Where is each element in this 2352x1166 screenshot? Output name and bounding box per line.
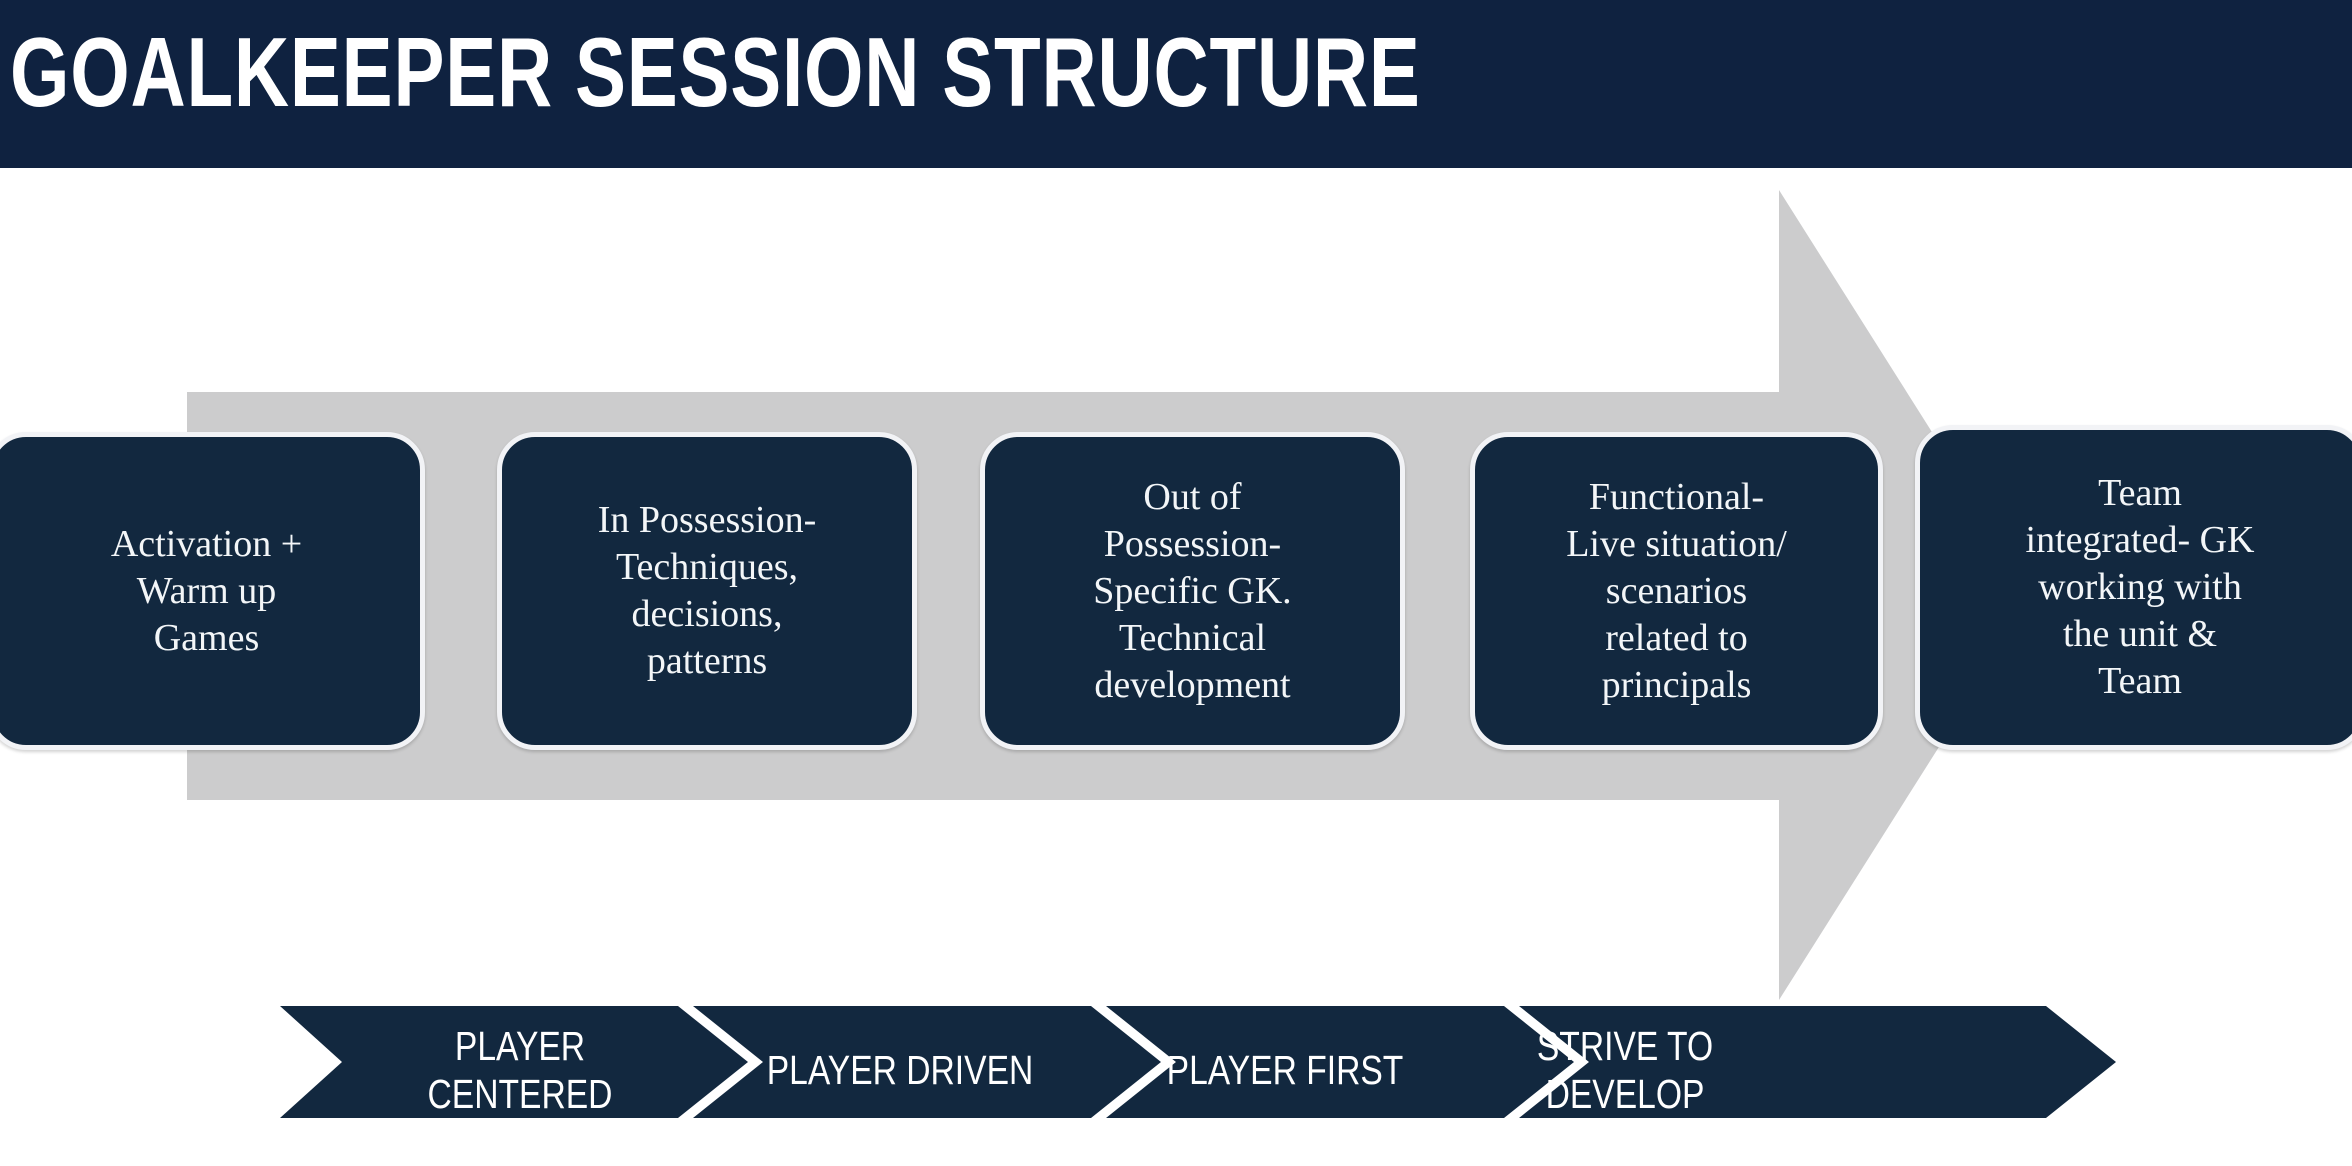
stage-box-activation[interactable]: Activation + Warm up Games bbox=[0, 432, 425, 750]
stage-box-team-integrated[interactable]: Team integrated- GK working with the uni… bbox=[1915, 425, 2352, 750]
stage-box-label: Out of Possession- Specific GK. Technica… bbox=[1093, 475, 1292, 706]
chevron-strip-icon bbox=[280, 1006, 2116, 1118]
page-title: GOALKEEPER SESSION STRUCTURE bbox=[10, 17, 1421, 127]
stage-box-label: Functional- Live situation/ scenarios re… bbox=[1566, 475, 1787, 706]
chevron-shape-3[interactable] bbox=[1106, 1006, 1574, 1118]
stage-box-label: In Possession- Techniques, decisions, pa… bbox=[597, 499, 817, 682]
title-bar: GOALKEEPER SESSION STRUCTURE bbox=[0, 0, 2352, 168]
stage-box-in-possession[interactable]: In Possession- Techniques, decisions, pa… bbox=[497, 432, 917, 750]
stage-box-functional[interactable]: Functional- Live situation/ scenarios re… bbox=[1470, 432, 1883, 750]
stage-box-label: Team integrated- GK working with the uni… bbox=[2025, 472, 2255, 702]
chevron-shape-4[interactable] bbox=[1519, 1006, 2116, 1118]
stage-box-out-of-possession[interactable]: Out of Possession- Specific GK. Technica… bbox=[980, 432, 1405, 750]
chevron-shape-2[interactable] bbox=[693, 1006, 1161, 1118]
values-banner: PLAYER CENTERED PLAYER DRIVEN PLAYER FIR… bbox=[280, 1004, 2116, 1120]
stage-box-label: Activation + Warm up Games bbox=[110, 522, 303, 659]
chevron-shape-1[interactable] bbox=[280, 1006, 748, 1118]
